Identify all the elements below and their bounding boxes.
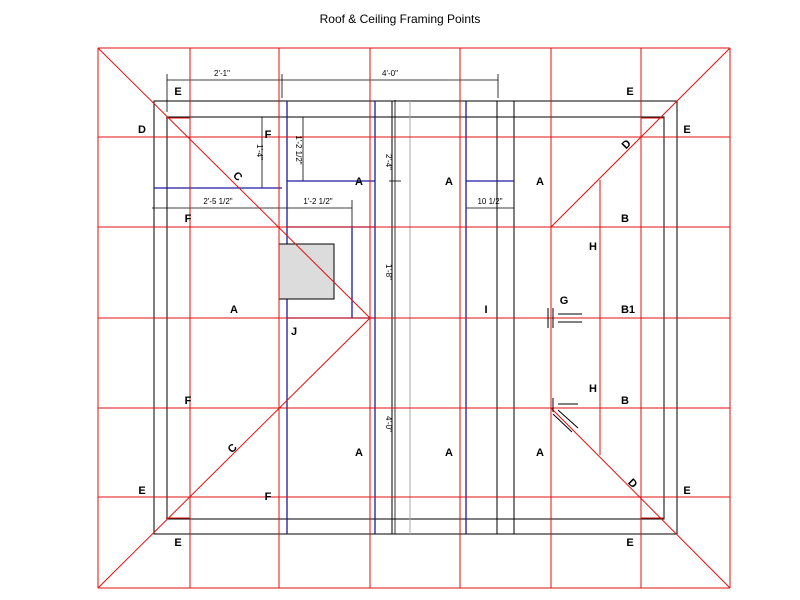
label-f: F [265, 129, 272, 141]
hip-line [97, 47, 371, 319]
diagram-title: Roof & Ceiling Framing Points [319, 12, 481, 26]
dimension-text: 2'-4" [384, 154, 393, 170]
label-a: A [355, 176, 363, 188]
label-e: E [174, 86, 181, 98]
dimension-text: 1'-4" [255, 144, 264, 160]
label-j: J [291, 326, 297, 338]
label-b1: B1 [621, 304, 635, 316]
dimension-text: 2'-5 1/2" [203, 197, 232, 206]
label-e: E [626, 86, 633, 98]
label-d: D [620, 138, 634, 152]
dimension-text: 4'-0" [382, 69, 398, 78]
hip-line [550, 47, 731, 228]
hip-line [97, 317, 371, 589]
dimension-text: 2'-1" [214, 69, 230, 78]
label-h: H [589, 241, 597, 253]
label-a: A [536, 176, 544, 188]
label-a: A [355, 447, 363, 459]
label-i: I [484, 304, 487, 316]
label-f: F [185, 395, 192, 407]
label-f: F [185, 213, 192, 225]
dimension-text: 1'-2 1/2" [294, 135, 303, 164]
label-d: D [625, 477, 639, 491]
g-mark [552, 413, 573, 433]
label-e: E [683, 124, 690, 136]
label-e: E [626, 537, 633, 549]
label-d: D [138, 124, 146, 136]
label-b: B [621, 395, 629, 407]
label-a: A [445, 176, 453, 188]
label-e: E [138, 485, 145, 497]
dimension-texts: 2'-1" 4'-0" 1'-4" 1'-2 1/2" 2'-4" 2'-5 1… [203, 69, 502, 432]
label-a: A [230, 304, 238, 316]
label-b: B [621, 213, 629, 225]
dimension-text: 10 1/2" [477, 197, 502, 206]
red-framing [97, 47, 731, 589]
dimension-text: 1'-2 1/2" [303, 197, 332, 206]
g-mark [557, 409, 579, 429]
label-h: H [589, 383, 597, 395]
g-marks [547, 308, 582, 433]
label-a: A [445, 447, 453, 459]
dimension-text: 1'-8" [384, 264, 393, 280]
label-c: C [226, 442, 240, 456]
label-e: E [174, 537, 181, 549]
label-g: G [560, 295, 569, 307]
label-a: A [536, 447, 544, 459]
dimension-text: 4'-0" [384, 416, 393, 432]
chimney-box [278, 243, 335, 300]
label-e: E [683, 485, 690, 497]
label-f: F [265, 491, 272, 503]
hip-line [550, 407, 731, 589]
